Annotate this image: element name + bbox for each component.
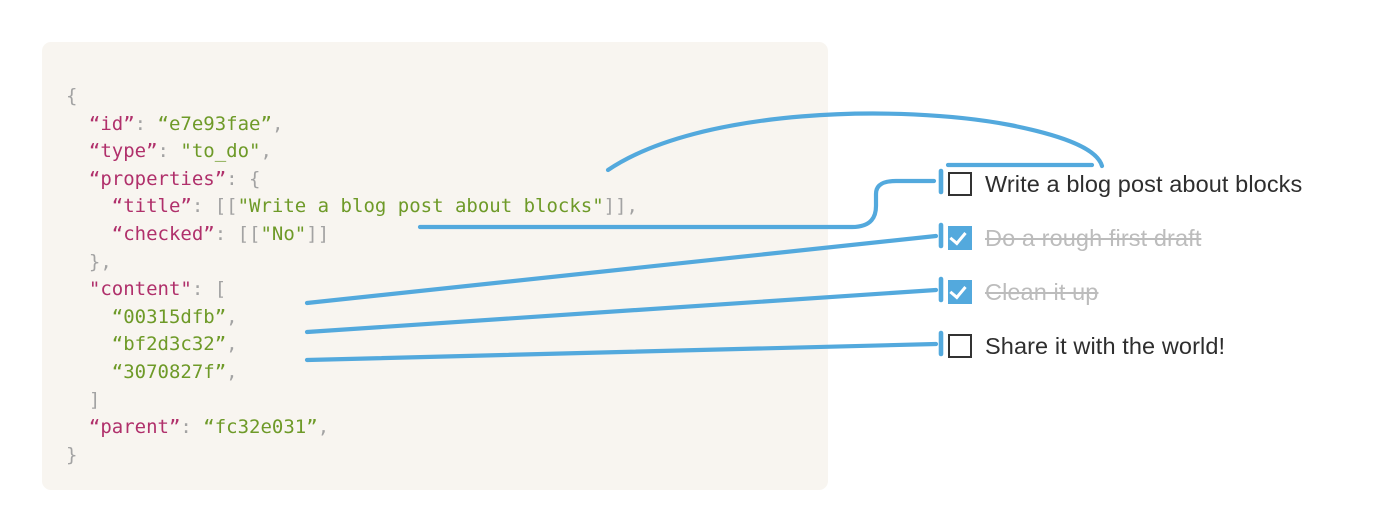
json-code-panel: { “id”: “e7e93fae”, “type”: "to_do", “pr… bbox=[42, 42, 828, 490]
json-token-key: “type” bbox=[88, 140, 158, 163]
checkbox-checked-icon[interactable] bbox=[948, 226, 972, 250]
json-code-text: { “id”: “e7e93fae”, “type”: "to_do", “pr… bbox=[66, 83, 638, 469]
json-token-punct: , bbox=[260, 140, 272, 163]
json-token-key: “id” bbox=[88, 112, 135, 135]
todo-item[interactable]: Clean it up bbox=[948, 277, 1098, 307]
json-token-punct: , bbox=[226, 333, 238, 356]
json-token-punct: { bbox=[66, 85, 78, 107]
json-token-punct: : { bbox=[226, 167, 261, 190]
json-token-str: "No" bbox=[260, 222, 307, 245]
json-token-str: “00315dfb” bbox=[111, 305, 227, 328]
json-token-punct: ] bbox=[88, 388, 101, 411]
json-token-punct: : bbox=[180, 416, 204, 439]
json-token-str: "to_do" bbox=[180, 140, 261, 163]
json-token-key: “checked” bbox=[111, 222, 215, 245]
checkbox-checked-icon[interactable] bbox=[948, 280, 972, 304]
json-token-str: “e7e93fae” bbox=[157, 112, 272, 135]
json-token-str: “fc32e031” bbox=[203, 416, 318, 439]
json-token-punct: : [[ bbox=[214, 222, 261, 245]
json-token-punct: } bbox=[66, 443, 78, 466]
json-token-punct: ]], bbox=[603, 195, 638, 218]
checkbox-empty-icon[interactable] bbox=[948, 172, 972, 196]
json-token-punct: : [[ bbox=[191, 195, 238, 218]
json-token-key: “parent” bbox=[88, 416, 181, 439]
json-token-key: "content" bbox=[88, 278, 192, 301]
json-token-punct: : bbox=[134, 112, 158, 135]
json-token-punct: ]] bbox=[306, 222, 330, 245]
json-token-punct: }, bbox=[88, 250, 112, 273]
todo-item-label: Clean it up bbox=[985, 278, 1099, 305]
todo-item[interactable]: Share it with the world! bbox=[948, 331, 1225, 361]
todo-item-label: Do a rough first draft bbox=[985, 224, 1202, 251]
json-token-punct: , bbox=[317, 416, 330, 439]
json-token-punct: : [ bbox=[191, 278, 227, 301]
json-token-punct: , bbox=[271, 112, 284, 135]
json-token-punct: , bbox=[226, 305, 238, 328]
json-token-punct: : bbox=[157, 140, 181, 163]
json-token-str: “3070827f” bbox=[111, 360, 227, 383]
json-token-key: “title” bbox=[111, 195, 192, 218]
checkbox-empty-icon[interactable] bbox=[948, 334, 972, 358]
todo-item[interactable]: Write a blog post about blocks bbox=[948, 169, 1302, 199]
todo-item-label: Share it with the world! bbox=[985, 332, 1226, 359]
json-token-key: “properties” bbox=[88, 167, 227, 190]
json-token-str: "Write a blog post about blocks" bbox=[237, 195, 604, 218]
json-token-str: “bf2d3c32” bbox=[111, 333, 227, 356]
json-token-punct: , bbox=[226, 360, 238, 383]
todo-item[interactable]: Do a rough first draft bbox=[948, 223, 1201, 253]
todo-item-label: Write a blog post about blocks bbox=[985, 170, 1303, 197]
